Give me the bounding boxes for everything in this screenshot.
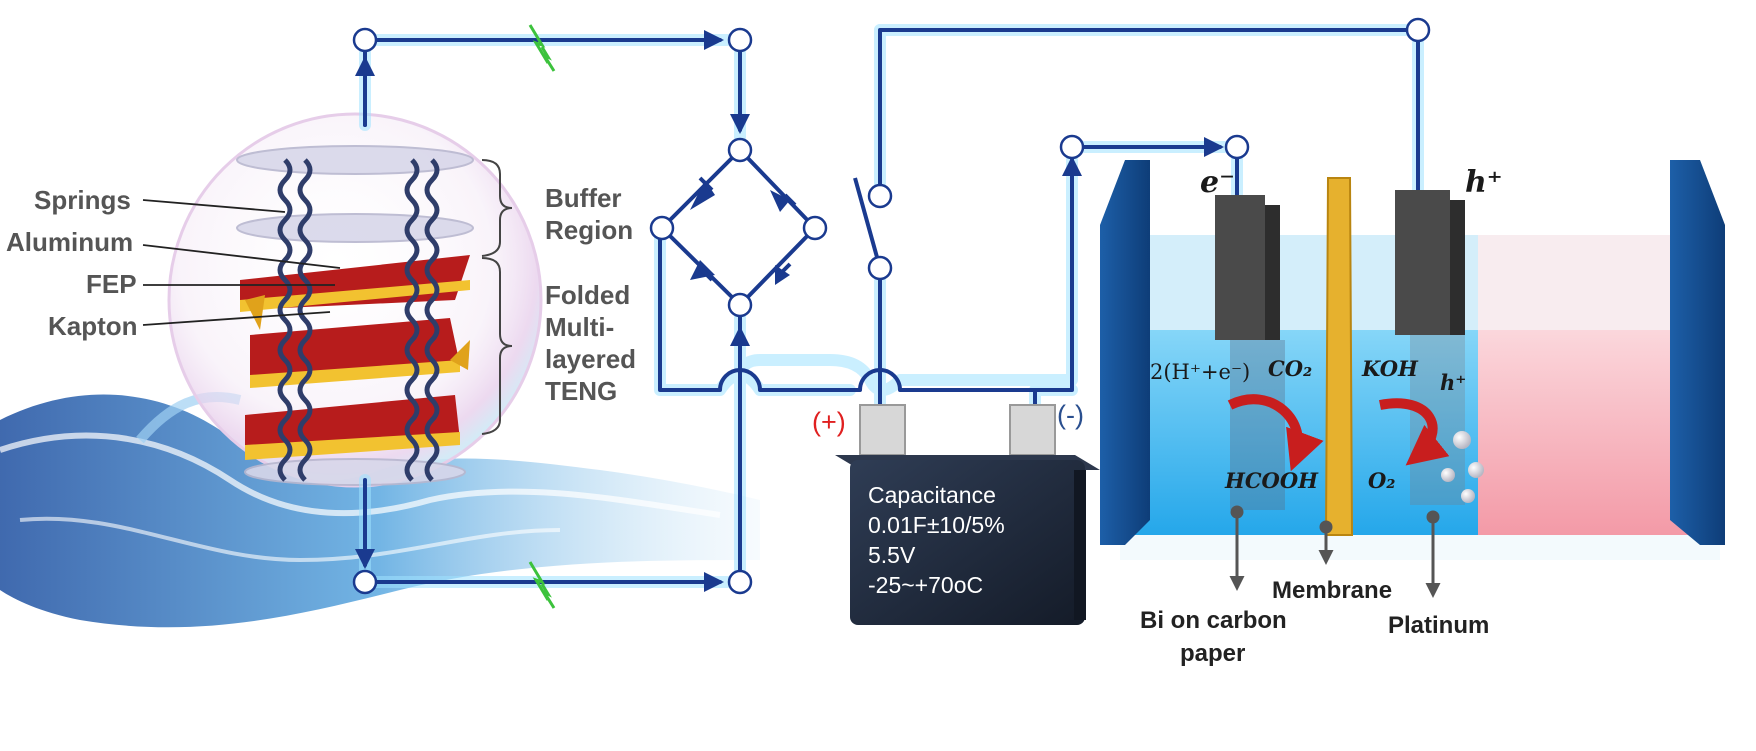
capacitor-minus: (-) (1057, 400, 1084, 430)
label-fep: FEP (86, 269, 137, 299)
label-co2: CO₂ (1268, 356, 1313, 381)
capacitor-label-2: 0.01F±10/5% (868, 512, 1005, 538)
label-folded-2: Multi- (545, 312, 615, 342)
cell-leader-lines (1229, 505, 1441, 598)
label-hole-small: h⁺ (1440, 370, 1467, 395)
bubble-icon (1441, 431, 1484, 503)
membrane (1324, 177, 1354, 536)
label-aluminum: Aluminum (6, 227, 134, 257)
cathode-electrode (1215, 195, 1285, 510)
capacitor (835, 404, 1100, 625)
label-folded-3: layered (545, 344, 637, 374)
label-hcooh: HCOOH (1225, 468, 1318, 493)
label-folded-4: TENG (545, 376, 618, 406)
electrochemical-cell (1100, 160, 1725, 598)
circuit-nodes (352, 17, 1431, 595)
label-folded-1: Folded (545, 280, 631, 310)
springs (277, 158, 440, 482)
label-kapton: Kapton (48, 311, 138, 341)
label-electron: e⁻ (1200, 165, 1235, 200)
bridge-rectifier (660, 148, 817, 307)
capacitor-label-3: 5.5V (868, 542, 916, 568)
teng-sphere (167, 112, 543, 488)
label-buffer-region-1: Buffer (545, 183, 622, 213)
label-cathode-2: paper (1180, 640, 1246, 667)
capacitor-label-4: -25~+70oC (868, 572, 984, 598)
label-membrane: Membrane (1272, 577, 1393, 604)
label-springs: Springs (34, 185, 131, 215)
label-proton-electron: 2(H⁺+e⁻) (1150, 360, 1251, 384)
switch-icon (853, 177, 882, 269)
label-platinum: Platinum (1388, 612, 1490, 639)
spark-icon (528, 24, 556, 609)
label-cathode-1: Bi on carbon (1140, 607, 1287, 634)
braces (481, 159, 513, 435)
label-o2: O₂ (1368, 468, 1396, 493)
label-buffer-region-2: Region (545, 215, 634, 245)
label-koh: KOH (1362, 356, 1418, 381)
reaction-arrows (1227, 394, 1450, 472)
label-hole: h⁺ (1465, 165, 1503, 200)
diode-icon (690, 180, 790, 285)
capacitor-label-1: Capacitance (868, 482, 996, 508)
anode-electrode (1395, 190, 1465, 505)
capacitor-plus: (+) (812, 407, 846, 437)
teng-leader-lines (142, 199, 341, 326)
circuit-wires (355, 24, 1428, 592)
